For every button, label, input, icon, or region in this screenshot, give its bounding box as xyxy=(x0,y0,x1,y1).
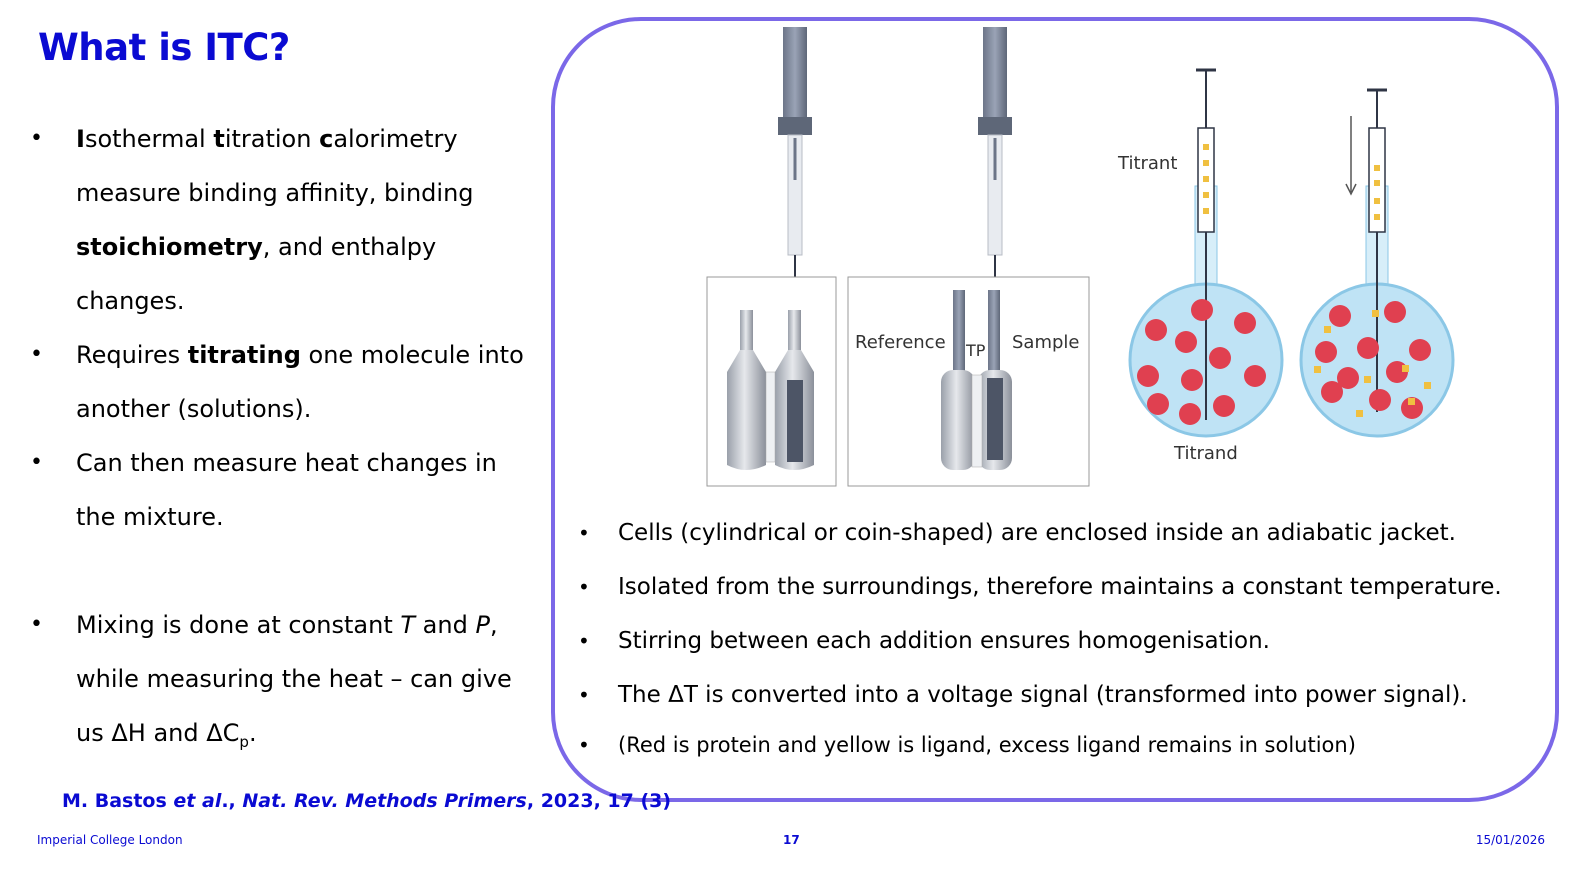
citation: M. Bastos et al., Nat. Rev. Methods Prim… xyxy=(62,790,671,812)
bullet-dot: • xyxy=(30,450,43,475)
bullet-text: Requires titrating one molecule into ano… xyxy=(76,341,524,423)
text-segment: stoichiometry xyxy=(76,233,263,261)
text-segment: itration xyxy=(224,125,320,153)
cylindrical-cells-box xyxy=(706,276,837,487)
footer-institution: Imperial College London xyxy=(37,833,183,847)
bullet-text: Isolated from the surroundings, therefor… xyxy=(618,574,1502,600)
bullet-constant-tp: • Mixing is done at constant T and P, wh… xyxy=(30,598,530,769)
text-segment: Can then measure heat changes in the mix… xyxy=(76,449,497,531)
bullet-text: The ΔT is converted into a voltage signa… xyxy=(618,682,1468,708)
rounded-panel xyxy=(551,17,1559,802)
right-bullet-list: • Cells (cylindrical or coin-shaped) are… xyxy=(578,506,1558,768)
bullet-stirring: • Stirring between each addition ensures… xyxy=(578,614,1558,668)
bullet-voltage-signal: • The ΔT is converted into a voltage sig… xyxy=(578,668,1558,722)
bullet-heat-changes: • Can then measure heat changes in the m… xyxy=(30,436,530,544)
bullet-dot: • xyxy=(30,342,43,367)
text-segment: Requires xyxy=(76,341,188,369)
citation-authors: M. Bastos xyxy=(62,790,174,812)
bullet-itc-definition: • Isothermal titration calorimetry measu… xyxy=(30,112,530,328)
bullet-text: Mixing is done at constant T and P, whil… xyxy=(76,611,512,751)
reference-label: Reference xyxy=(855,332,946,353)
bullet-text: Stirring between each addition ensures h… xyxy=(618,628,1270,654)
tp-label: TP xyxy=(965,341,986,360)
titration-flask-before: Titrant Titrand xyxy=(1117,68,1284,464)
citation-etal: et al xyxy=(173,790,222,812)
text-segment: , while measuring the heat – can give us… xyxy=(76,611,512,747)
text-segment: and xyxy=(415,611,476,639)
text-segment: one molecule into another (solutions). xyxy=(76,341,524,423)
text-segment: T xyxy=(400,611,416,639)
coin-cells-box: Reference TP Sample xyxy=(847,276,1090,487)
text-segment: sothermal xyxy=(84,125,214,153)
sample-label: Sample xyxy=(1012,332,1080,353)
bullet-color-legend: • (Red is protein and yellow is ligand, … xyxy=(578,722,1558,768)
text-segment: t xyxy=(213,125,225,153)
left-bullet-list: • Isothermal titration calorimetry measu… xyxy=(30,112,530,769)
bullet-dot: • xyxy=(578,521,590,545)
bullet-text: (Red is protein and yellow is ligand, ex… xyxy=(618,733,1356,757)
itc-diagram: Reference TP Sample Titrant Titrand xyxy=(706,27,1455,487)
bullet-titrating: • Requires titrating one molecule into a… xyxy=(30,328,530,436)
text-segment: , and enthalpy changes. xyxy=(76,233,437,315)
citation-separator: ., xyxy=(221,790,243,812)
titrand-label: Titrand xyxy=(1173,443,1238,464)
bullet-dot: • xyxy=(30,126,43,151)
citation-journal: Nat. Rev. Methods Primers xyxy=(242,790,527,812)
bullet-adiabatic-jacket: • Cells (cylindrical or coin-shaped) are… xyxy=(578,506,1558,560)
bullet-isolated: • Isolated from the surroundings, theref… xyxy=(578,560,1558,614)
text-segment: alorimetry measure binding affinity, bin… xyxy=(76,125,474,207)
bullet-dot: • xyxy=(30,612,43,637)
bullet-dot: • xyxy=(578,733,590,757)
titrant-label: Titrant xyxy=(1117,153,1177,174)
titration-flask-after xyxy=(1299,88,1455,438)
bullet-text: Can then measure heat changes in the mix… xyxy=(76,449,497,531)
bullet-text: Cells (cylindrical or coin-shaped) are e… xyxy=(618,520,1456,546)
bullet-dot: • xyxy=(578,629,590,653)
text-segment: titrating xyxy=(187,341,301,369)
text-segment: Mixing is done at constant xyxy=(76,611,401,639)
text-segment: p xyxy=(239,732,249,751)
slide-title: What is ITC? xyxy=(38,26,290,69)
syringe-left xyxy=(778,27,812,385)
bullet-dot: • xyxy=(578,575,590,599)
footer-page-number: 17 xyxy=(783,833,800,847)
bullet-text: Isothermal titration calorimetry measure… xyxy=(76,125,474,315)
text-segment: P xyxy=(475,611,490,639)
text-segment: . xyxy=(248,719,257,747)
text-segment: c xyxy=(319,125,334,153)
bullet-dot: • xyxy=(578,683,590,707)
citation-details: , 2023, 17 (3) xyxy=(526,790,672,812)
text-segment: I xyxy=(76,125,85,153)
footer-date: 15/01/2026 xyxy=(1475,833,1545,847)
